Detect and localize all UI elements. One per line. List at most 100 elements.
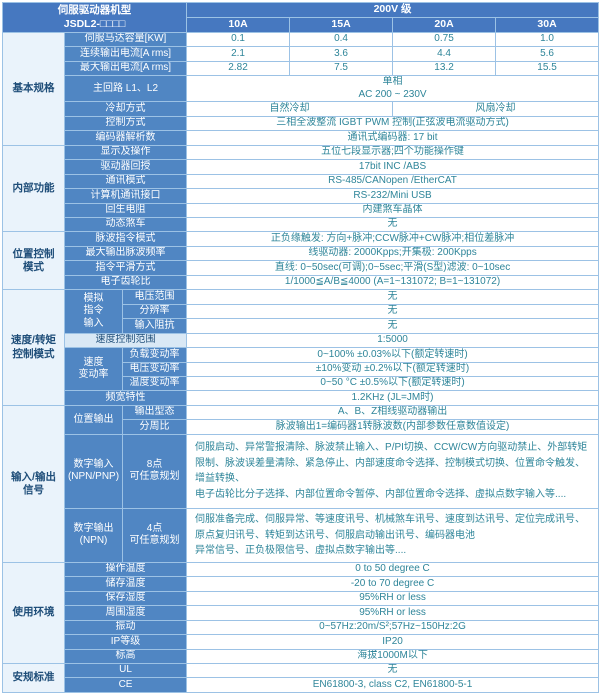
- row-label: 标高: [63, 648, 188, 664]
- spec-value: 17bit INC /ABS: [186, 159, 600, 175]
- sub-label: 温度变动率: [121, 375, 188, 392]
- category-position-control: 位置控制 模式: [2, 231, 65, 291]
- spec-value: 海拔1000M以下: [186, 648, 600, 664]
- row-label: 数字输出 (NPN): [64, 507, 123, 563]
- spec-value: 无: [186, 318, 600, 334]
- row-label: 周围湿度: [63, 605, 188, 621]
- row-label: 振动: [63, 619, 188, 636]
- spec-value: 五位七段显示器;四个功能操作键: [186, 144, 600, 161]
- spec-value: 5.6: [495, 46, 600, 62]
- spec-value: 2.82: [186, 60, 291, 77]
- spec-value: 0 to 50 degree C: [186, 561, 600, 578]
- model-code: JSDL2-□□□□: [63, 17, 126, 30]
- row-label: 伺服马达容量[KW]: [63, 31, 188, 48]
- spec-value: 7.5: [289, 60, 394, 77]
- row-label: 模拟 指令 输入: [64, 289, 123, 334]
- spec-value: 直线: 0~50sec(可调);0~5sec;平滑(S型)滤波: 0~10sec: [186, 260, 600, 276]
- category-safety-standards: 安规标准: [2, 662, 65, 694]
- row-label: 主回路 L1、L2: [63, 75, 188, 103]
- column-header-20a: 20A: [392, 17, 497, 33]
- spec-value: ±10%变动 ±0.2%以下(额定转速时): [186, 361, 600, 377]
- spec-value: 伺服启动、异常警报清除、脉波禁止输入、P/PI切换、CCW/CW方向驱动禁止、外…: [186, 433, 600, 509]
- category-io-signals: 输入/输出 信号: [2, 404, 65, 563]
- spec-value: 15.5: [495, 60, 600, 77]
- spec-value: 1.0: [495, 31, 600, 48]
- row-label: 脉波指令模式: [63, 231, 188, 247]
- category-environment: 使用环境: [2, 561, 65, 664]
- spec-value: 0.1: [186, 31, 291, 48]
- spec-value: 无: [186, 216, 600, 233]
- row-label: 保存湿度: [63, 590, 188, 607]
- spec-value: 1:5000: [186, 332, 600, 349]
- spec-value: 伺服准备完成、伺服异常、等速度讯号、机械煞车讯号、速度到达讯号、定位完成讯号、原…: [186, 507, 600, 563]
- sub-label: 电压变动率: [121, 361, 188, 377]
- row-label: CE: [63, 677, 188, 693]
- row-label: 储存温度: [63, 576, 188, 592]
- spec-value: IP20: [186, 634, 600, 650]
- spec-value: 无: [186, 303, 600, 320]
- row-label: 速度控制范围: [63, 332, 188, 349]
- spec-value: 通讯式编码器: 17 bit: [186, 130, 600, 146]
- spec-value: 1.2KHz (JL=JM时): [186, 390, 600, 406]
- row-label: 控制方式: [63, 115, 188, 132]
- spec-value: 0.4: [289, 31, 394, 48]
- row-label: 驱动器回授: [63, 159, 188, 175]
- row-label: 计算机通讯接口: [63, 188, 188, 204]
- spec-value: 95%RH or less: [186, 590, 600, 607]
- row-label: 速度 变动率: [64, 347, 123, 392]
- spec-value: 风扇冷却: [392, 101, 600, 117]
- sub-label: 负载变动率: [121, 347, 188, 363]
- sub-label: 4点 可任意规划: [121, 507, 188, 563]
- row-label: 最大输出脉波频率: [63, 245, 188, 262]
- spec-value: 三相全波整流 IGBT PWM 控制(正弦波电流驱动方式): [186, 115, 600, 132]
- spec-value: 线驱动器: 2000Kpps;开集极: 200Kpps: [186, 245, 600, 262]
- row-label: 电子齿轮比: [63, 274, 188, 291]
- spec-value: 13.2: [392, 60, 497, 77]
- sub-label: 分辨率: [121, 303, 188, 320]
- spec-value: 3.6: [289, 46, 394, 62]
- spec-value: 单相 AC 200 ~ 230V: [186, 75, 600, 103]
- spec-value: 0.75: [392, 31, 497, 48]
- column-header-15a: 15A: [289, 17, 394, 33]
- row-label: 数字输入 (NPN/PNP): [64, 433, 123, 509]
- spec-value: 0~100% ±0.03%以下(额定转速时): [186, 347, 600, 363]
- spec-value: 无: [186, 289, 600, 305]
- spec-value: 95%RH or less: [186, 605, 600, 621]
- row-label: 冷却方式: [63, 101, 188, 117]
- spec-value: RS-485/CANopen /EtherCAT: [186, 173, 600, 190]
- sub-label: 分周比: [121, 419, 188, 435]
- row-label: 最大输出电流[A rms]: [63, 60, 188, 77]
- sub-label: 电压范围: [121, 289, 188, 305]
- spec-value: 自然冷却: [186, 101, 394, 117]
- row-label: 编码器解析数: [63, 130, 188, 146]
- spec-value: A、B、Z相线驱动器输出: [186, 404, 600, 421]
- row-label: UL: [63, 662, 188, 679]
- spec-value: RS-232/Mini USB: [186, 188, 600, 204]
- column-header-30a: 30A: [495, 17, 600, 33]
- category-basic-specs: 基本规格: [2, 32, 65, 146]
- row-label: IP等级: [63, 634, 188, 650]
- sub-label: 输出型态: [121, 404, 188, 421]
- row-label: 频宽特性: [63, 390, 188, 406]
- row-label: 显示及操作: [63, 144, 188, 161]
- row-label: 回生电阻: [63, 202, 188, 219]
- spec-value: 0~57Hz:20m/S²;57Hz~150Hz:2G: [186, 619, 600, 636]
- row-label: 通讯模式: [63, 173, 188, 190]
- row-label: 操作温度: [63, 561, 188, 578]
- spec-value: -20 to 70 degree C: [186, 576, 600, 592]
- model-title: 伺服驱动器机型: [57, 3, 132, 16]
- model-header: 伺服驱动器机型 JSDL2-□□□□: [1, 2, 188, 33]
- column-header-10a: 10A: [186, 17, 291, 33]
- spec-value: 2.1: [186, 46, 291, 62]
- sub-label: 8点 可任意规划: [121, 433, 188, 509]
- spec-value: 正负缘触发: 方向+脉冲;CCW脉冲+CW脉冲;相位差脉冲: [186, 231, 600, 247]
- spec-value: EN61800-3, class C2, EN61800-5-1: [186, 677, 600, 693]
- spec-value: 1/1000≦A/B≦4000 (A=1~131072; B=1~131072): [186, 274, 600, 291]
- row-label: 位置输出: [64, 404, 123, 435]
- spec-value: 0~50 °C ±0.5%以下(额定转速时): [186, 375, 600, 392]
- row-label: 连续输出电流[A rms]: [63, 46, 188, 62]
- row-label: 指令平滑方式: [63, 260, 188, 276]
- category-speed-torque-control: 速度/转矩 控制模式: [2, 289, 65, 406]
- category-internal-functions: 内部功能: [2, 144, 65, 233]
